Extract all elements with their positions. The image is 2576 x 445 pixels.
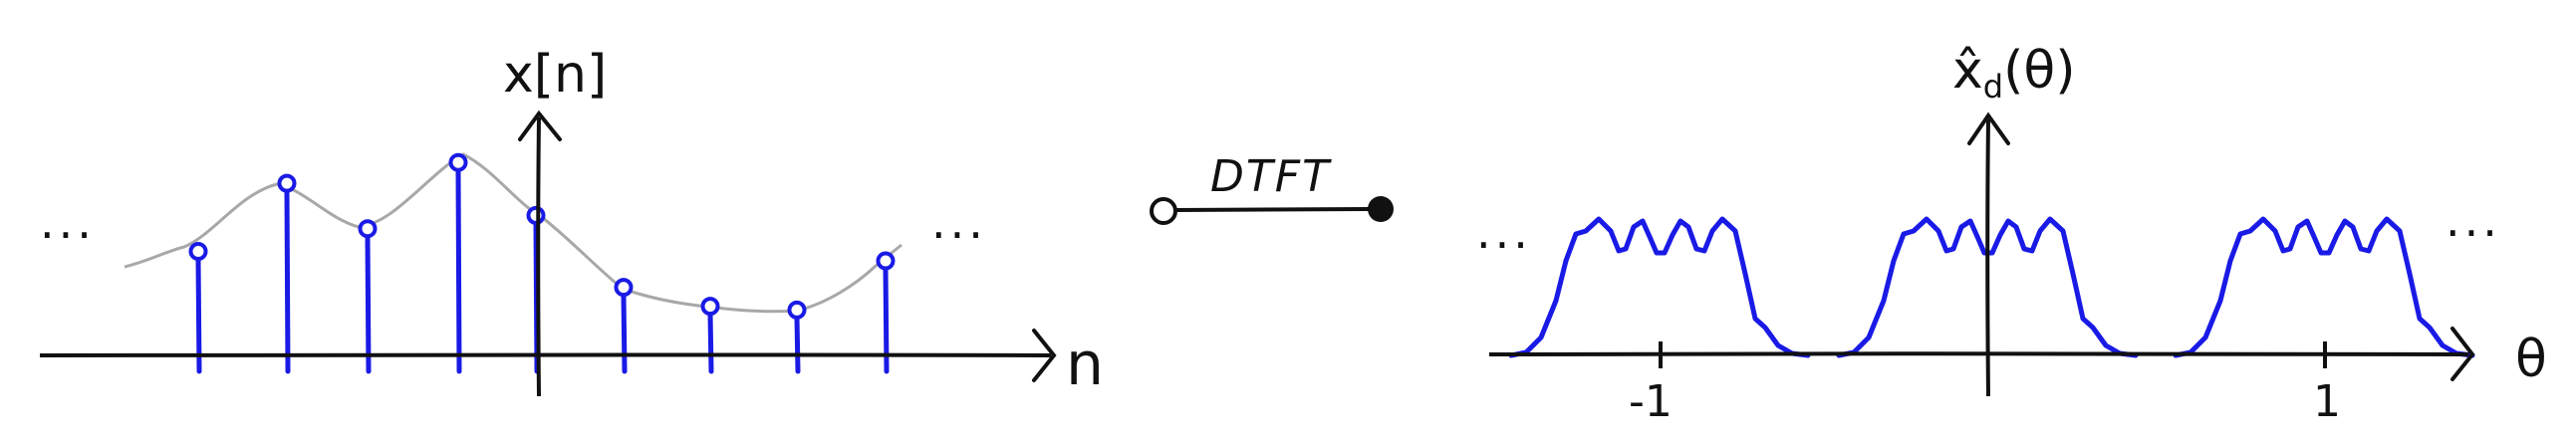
stem-marker <box>188 242 208 261</box>
right-y-label-sub: d <box>1983 68 2003 106</box>
right-x-label: θ <box>2515 330 2547 389</box>
right-y-label: x̂d(θ) <box>1952 41 2075 106</box>
spectrum-curve <box>1508 216 2475 358</box>
left-dots-right: ··· <box>931 208 987 262</box>
right-y-label-main: x̂ <box>1952 41 1983 101</box>
stem-marker <box>448 152 468 172</box>
stem-line <box>707 312 714 374</box>
right-y-label-arg: (θ) <box>2003 41 2075 101</box>
stem-marker <box>876 251 896 271</box>
stem-marker <box>614 278 634 298</box>
left-plot: x[n] n ··· ··· <box>39 45 1104 399</box>
n-axis-arrow <box>1032 329 1057 382</box>
stem-line <box>455 167 462 374</box>
spectrum-axis-arrow <box>1967 111 2010 145</box>
stem-line <box>284 188 291 374</box>
stem-group <box>188 152 896 374</box>
theta-axis <box>1488 351 2469 356</box>
right-dots-left: ··· <box>1476 218 1532 272</box>
stem-line <box>365 234 372 374</box>
stem-marker <box>277 173 297 193</box>
stem-marker <box>787 300 807 320</box>
stem-line <box>794 315 801 374</box>
tick-label-minus-one: -1 <box>1629 376 1673 427</box>
stem-marker <box>700 297 720 317</box>
continuous-envelope <box>124 152 902 314</box>
stem-line <box>621 293 628 374</box>
n-axis <box>39 352 1052 357</box>
x-n-axis-arrow <box>518 110 562 141</box>
time-domain-open-circle <box>1150 197 1177 225</box>
stem-marker <box>526 205 546 225</box>
stem-marker <box>358 219 378 239</box>
stem-line <box>195 257 202 374</box>
dtft-transform: DTFT <box>1150 151 1394 225</box>
left-y-label: x[n] <box>503 45 607 105</box>
dtft-label: DTFT <box>1210 151 1332 202</box>
spectrum-axis <box>1985 118 1990 397</box>
right-dots-right: ··· <box>2446 206 2501 260</box>
x-n-axis <box>536 116 541 397</box>
left-x-label: n <box>1066 330 1104 399</box>
frequency-domain-filled-circle <box>1368 196 1394 222</box>
correspondence-line <box>1174 207 1370 212</box>
left-dots-left: ··· <box>40 208 96 262</box>
theta-axis-arrow <box>2450 327 2475 381</box>
tick-label-plus-one: 1 <box>2313 376 2341 427</box>
right-plot: -1 1 x̂d(θ) θ ··· ··· <box>1476 41 2547 427</box>
